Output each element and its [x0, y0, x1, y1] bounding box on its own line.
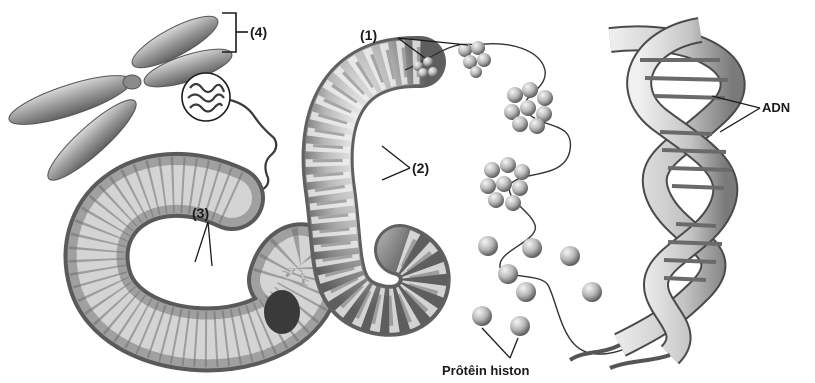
- nucleosome-cluster-2: [458, 41, 491, 78]
- label-nucleosome: (1): [360, 28, 377, 42]
- label-chromatid: (4): [250, 25, 267, 39]
- solenoid-fiber: [328, 62, 425, 311]
- dna-double-helix: [570, 30, 733, 368]
- nucleosome-cluster-4: [480, 157, 530, 211]
- chromatid-bracket: [222, 13, 248, 52]
- label-supercoil: (3): [192, 206, 209, 220]
- nucleosome-cluster-3: [504, 82, 553, 134]
- label-solenoid-fiber: (2): [412, 161, 429, 175]
- histone-proteins: [472, 236, 602, 336]
- label-histone-protein: Prôtêin histon: [442, 364, 529, 377]
- label-dna: ADN: [762, 101, 790, 114]
